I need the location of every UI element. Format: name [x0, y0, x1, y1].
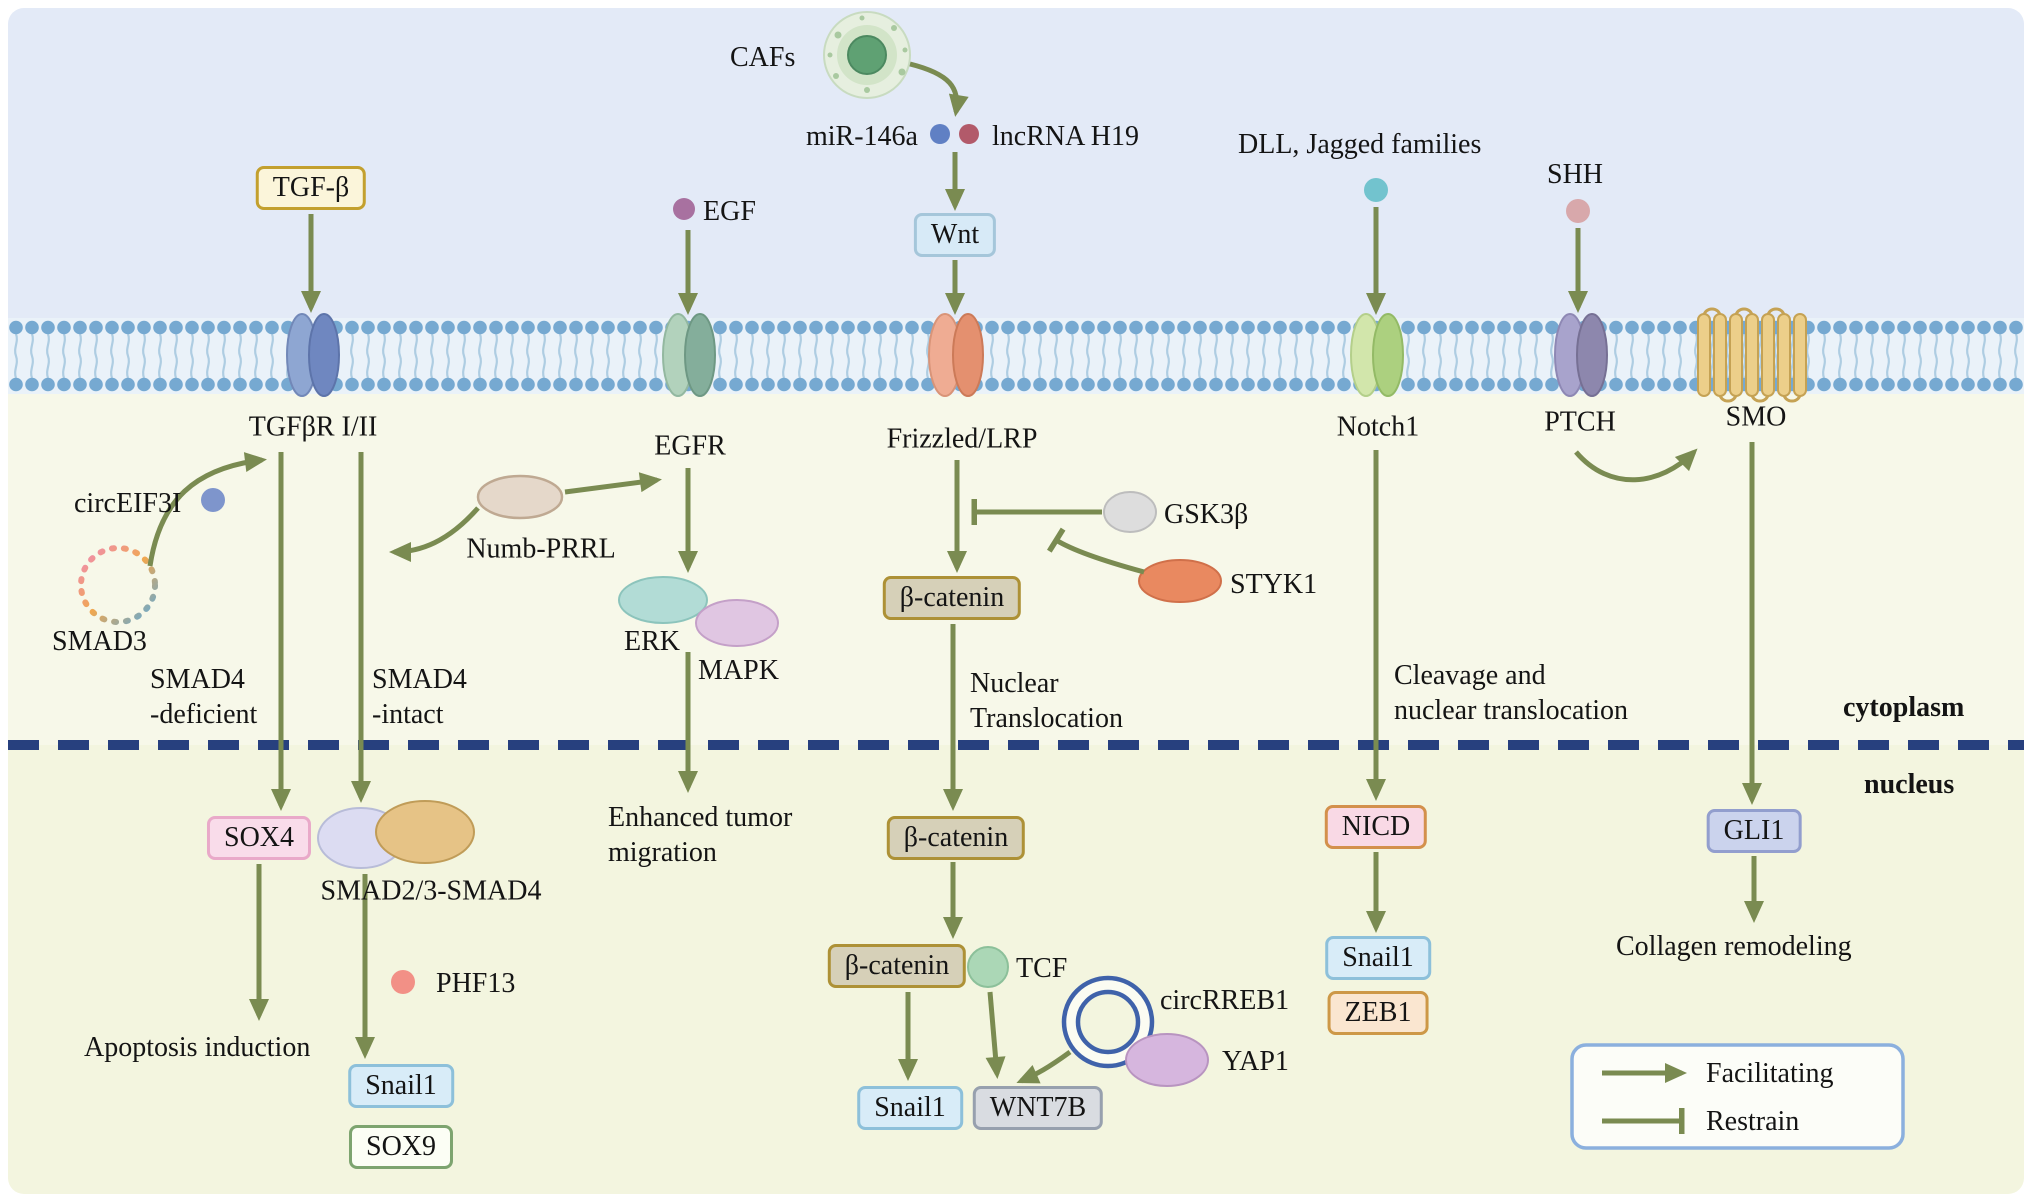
- nucleus-label: nucleus: [1864, 769, 1955, 800]
- styk1-label: STYK1: [1230, 569, 1318, 600]
- circeif3i-dot: [201, 488, 225, 512]
- yap1-label: YAP1: [1222, 1046, 1289, 1077]
- circrreb1-label: circRREB1: [1160, 985, 1290, 1016]
- yap1-oval: [1125, 1033, 1209, 1087]
- gli1-box: GLI1: [1706, 809, 1802, 853]
- egf-ligand-dot: [673, 198, 695, 220]
- legend-facilitating-label: Facilitating: [1706, 1058, 1834, 1089]
- extracellular-zone: [8, 8, 2024, 318]
- circeif3i-label: circEIF3I: [74, 488, 182, 519]
- mapk-oval: [695, 599, 779, 647]
- smad4-deficient-label: SMAD4 -deficient: [150, 664, 258, 730]
- dll-ligand-dot: [1364, 178, 1388, 202]
- phf13-label: PHF13: [436, 968, 516, 999]
- numb-prrl-label: Numb-PRRL: [466, 533, 616, 565]
- beta-catenin-box-cytoplasm: β-catenin: [882, 576, 1022, 620]
- smad4-oval: [375, 800, 475, 864]
- sox4-box: SOX4: [206, 816, 312, 860]
- shh-ligand-dot: [1566, 199, 1590, 223]
- legend-graphics: [1570, 1043, 1905, 1150]
- egfr-label: EGFR: [654, 430, 726, 462]
- smad23-smad4-label: SMAD2/3-SMAD4: [320, 875, 542, 907]
- ptch-label: PTCH: [1544, 406, 1616, 438]
- smad3-label: SMAD3: [52, 626, 147, 657]
- smo-receptor: [1697, 307, 1807, 403]
- smad3-circrna-ring: [78, 545, 158, 625]
- tcf-circle: [967, 946, 1009, 988]
- cafs-cell-icon: [823, 11, 911, 99]
- notch1-label: Notch1: [1336, 411, 1420, 443]
- sox9-box: SOX9: [348, 1125, 454, 1169]
- erk-oval: [618, 576, 708, 624]
- nicd-box: NICD: [1324, 805, 1428, 849]
- wnt-box: Wnt: [913, 213, 997, 257]
- snail1-box-notch: Snail1: [1325, 936, 1431, 980]
- beta-catenin-tcf-box: β-catenin: [827, 944, 967, 988]
- smad4-intact-label: SMAD4 -intact: [372, 664, 467, 730]
- mir146a-dot: [930, 124, 950, 144]
- wnt7b-box: WNT7B: [972, 1086, 1104, 1130]
- legend-restrain-label: Restrain: [1706, 1106, 1800, 1137]
- enhanced-migration-label: Enhanced tumor migration: [608, 802, 793, 868]
- styk1-oval: [1138, 559, 1222, 603]
- snail1-box-wnt: Snail1: [857, 1086, 963, 1130]
- mir146a-label: miR-146a: [806, 121, 918, 152]
- zeb1-box: ZEB1: [1327, 991, 1429, 1035]
- lncrna-h19-dot: [959, 124, 979, 144]
- smo-label: SMO: [1725, 401, 1787, 433]
- erk-label: ERK: [624, 626, 680, 657]
- tgfbr-label: TGFβR I/II: [248, 411, 378, 443]
- plasma-membrane: [8, 318, 2024, 394]
- frizzled-lrp-label: Frizzled/LRP: [886, 423, 1038, 455]
- numb-prrl-oval: [476, 474, 564, 520]
- nuclear-translocation-label: Nuclear Translocation: [970, 668, 1123, 734]
- snail1-box-tgf: Snail1: [348, 1064, 454, 1108]
- restrain-lines: [971, 499, 1145, 575]
- circrreb1-ring: [1061, 975, 1155, 1069]
- lncrna-h19-label: lncRNA H19: [992, 121, 1139, 152]
- phf13-dot: [391, 970, 415, 994]
- egf-label: EGF: [703, 196, 756, 227]
- gsk3b-label: GSK3β: [1164, 499, 1249, 530]
- beta-catenin-box-nucleus: β-catenin: [886, 816, 1026, 860]
- mapk-label: MAPK: [698, 655, 779, 686]
- collagen-remodeling-label: Collagen remodeling: [1616, 931, 1852, 962]
- egfr-receptor: [662, 313, 716, 397]
- tgfb-ligand-box: TGF-β: [255, 166, 367, 210]
- cafs-label: CAFs: [730, 42, 796, 73]
- apoptosis-induction-label: Apoptosis induction: [84, 1032, 311, 1063]
- cleavage-translocation-label: Cleavage and nuclear translocation: [1394, 660, 1629, 726]
- tgfbr-receptor: [286, 313, 340, 397]
- frizzled-lrp-receptor: [928, 313, 984, 397]
- facilitating-arrows: [147, 61, 1764, 1084]
- gsk3b-oval: [1103, 491, 1157, 533]
- cytoplasm-label: cytoplasm: [1843, 692, 1965, 723]
- tcf-label: TCF: [1016, 953, 1068, 984]
- notch1-receptor: [1350, 313, 1404, 397]
- dll-jagged-label: DLL, Jagged families: [1238, 129, 1482, 160]
- ptch-receptor: [1554, 313, 1608, 397]
- shh-label: SHH: [1547, 159, 1604, 190]
